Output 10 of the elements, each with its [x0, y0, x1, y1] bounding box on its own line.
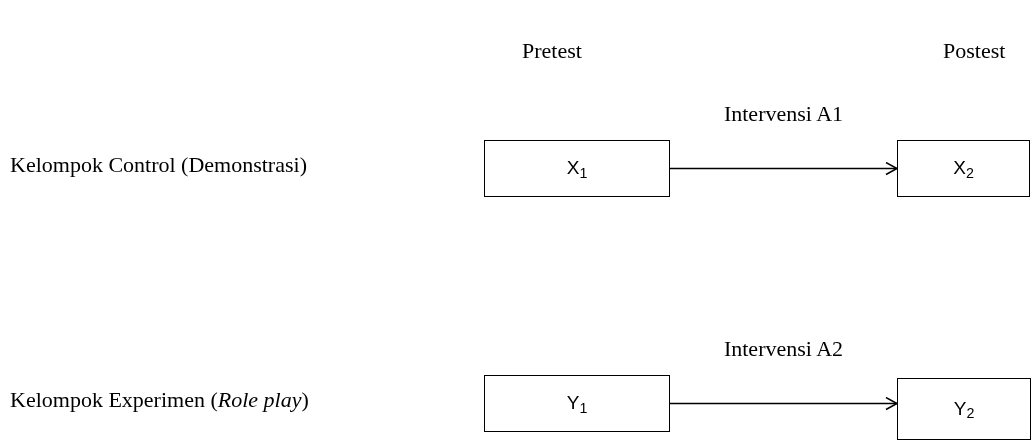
- process-box: Y$_{1}$: [484, 375, 670, 432]
- process-box: X$_{1}$: [484, 140, 670, 197]
- column-heading: Postest: [943, 37, 1006, 65]
- row-label: Kelompok Experimen (Role play): [10, 386, 309, 414]
- process-box: Y$_{2}$: [897, 378, 1031, 440]
- process-box: X$_{2}$: [897, 140, 1030, 197]
- column-heading: Pretest: [522, 37, 582, 65]
- arrow: [669, 161, 898, 176]
- row-label: Kelompok Control (Demonstrasi): [10, 151, 307, 179]
- arrow: [669, 396, 898, 411]
